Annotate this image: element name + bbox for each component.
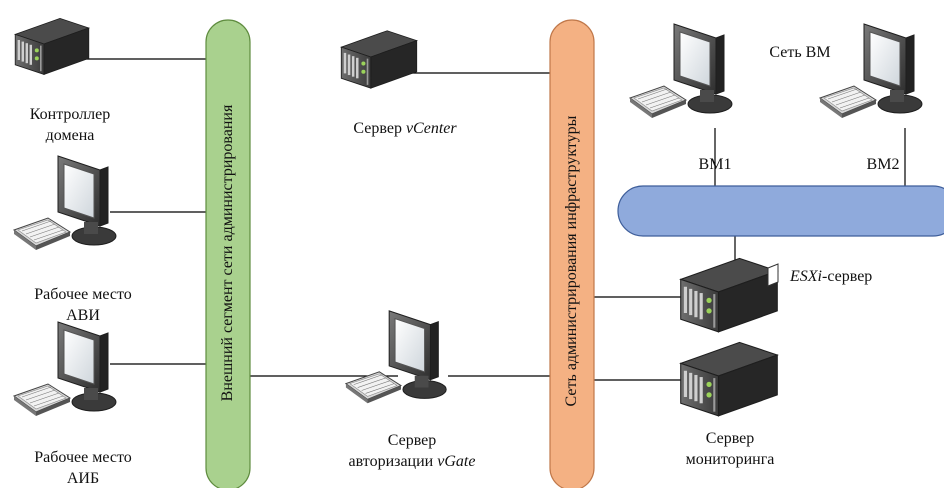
- domain-controller-label-line2: домена: [45, 127, 95, 144]
- monitoring-label-line2: мониторинга: [685, 451, 775, 468]
- connection-lines: [82, 58, 906, 381]
- vcenter-label-prefix: Сервер: [353, 120, 406, 137]
- vgate-label-line2-italic: vGate: [437, 453, 476, 470]
- vcenter-server-icon: [340, 29, 418, 89]
- vcenter-label: Сервер vCenter: [330, 118, 480, 139]
- vm-network-bus: [617, 185, 944, 237]
- workstation-aib-icon: [13, 321, 117, 417]
- workstation-avi-icon: [13, 155, 117, 251]
- vgate-label-line2-prefix: авторизации: [348, 453, 438, 470]
- vm2-label: ВМ2: [866, 156, 900, 173]
- workstation-aib-label: Рабочее место АИБ: [8, 447, 158, 489]
- domain-controller-server-icon: [14, 17, 90, 76]
- monitoring-label: Сервер мониторинга: [660, 428, 800, 470]
- vm1-label: ВМ1: [698, 156, 732, 173]
- vgate-label: Сервер авторизации vGate: [322, 430, 502, 472]
- external-segment-label: Внешний сегмент сети администрирования: [219, 104, 236, 402]
- monitoring-label-line1: Сервер: [705, 430, 755, 447]
- vgate-label-line1: Сервер: [387, 432, 437, 449]
- workstation-avi-label: Рабочее место АВИ: [8, 284, 158, 326]
- esxi-label: ESXi-сервер: [790, 266, 930, 287]
- vm-network-label: Сеть ВМ: [769, 44, 831, 61]
- workstation-aib-label-line1: Рабочее место: [34, 449, 132, 466]
- esxi-label-suffix: -сервер: [822, 268, 873, 285]
- esxi-server-icon: [679, 257, 779, 333]
- vcenter-label-italic: vCenter: [405, 120, 457, 137]
- esxi-badge-icon: [767, 263, 779, 287]
- workstation-avi-label-line2: АВИ: [66, 307, 100, 324]
- vgate-workstation-icon: [345, 310, 447, 404]
- monitoring-server-icon: [679, 341, 779, 417]
- esxi-label-italic: ESXi: [790, 268, 822, 285]
- vm2-workstation-icon: [819, 23, 923, 119]
- domain-controller-label-line1: Контроллер: [29, 106, 111, 123]
- vm1-workstation-icon: [629, 23, 733, 119]
- infra-segment-label: Сеть администрирования инфраструктуры: [563, 115, 580, 407]
- workstation-aib-label-line2: АИБ: [66, 470, 100, 487]
- domain-controller-label: Контроллер домена: [10, 104, 130, 146]
- workstation-avi-label-line1: Рабочее место: [34, 286, 132, 303]
